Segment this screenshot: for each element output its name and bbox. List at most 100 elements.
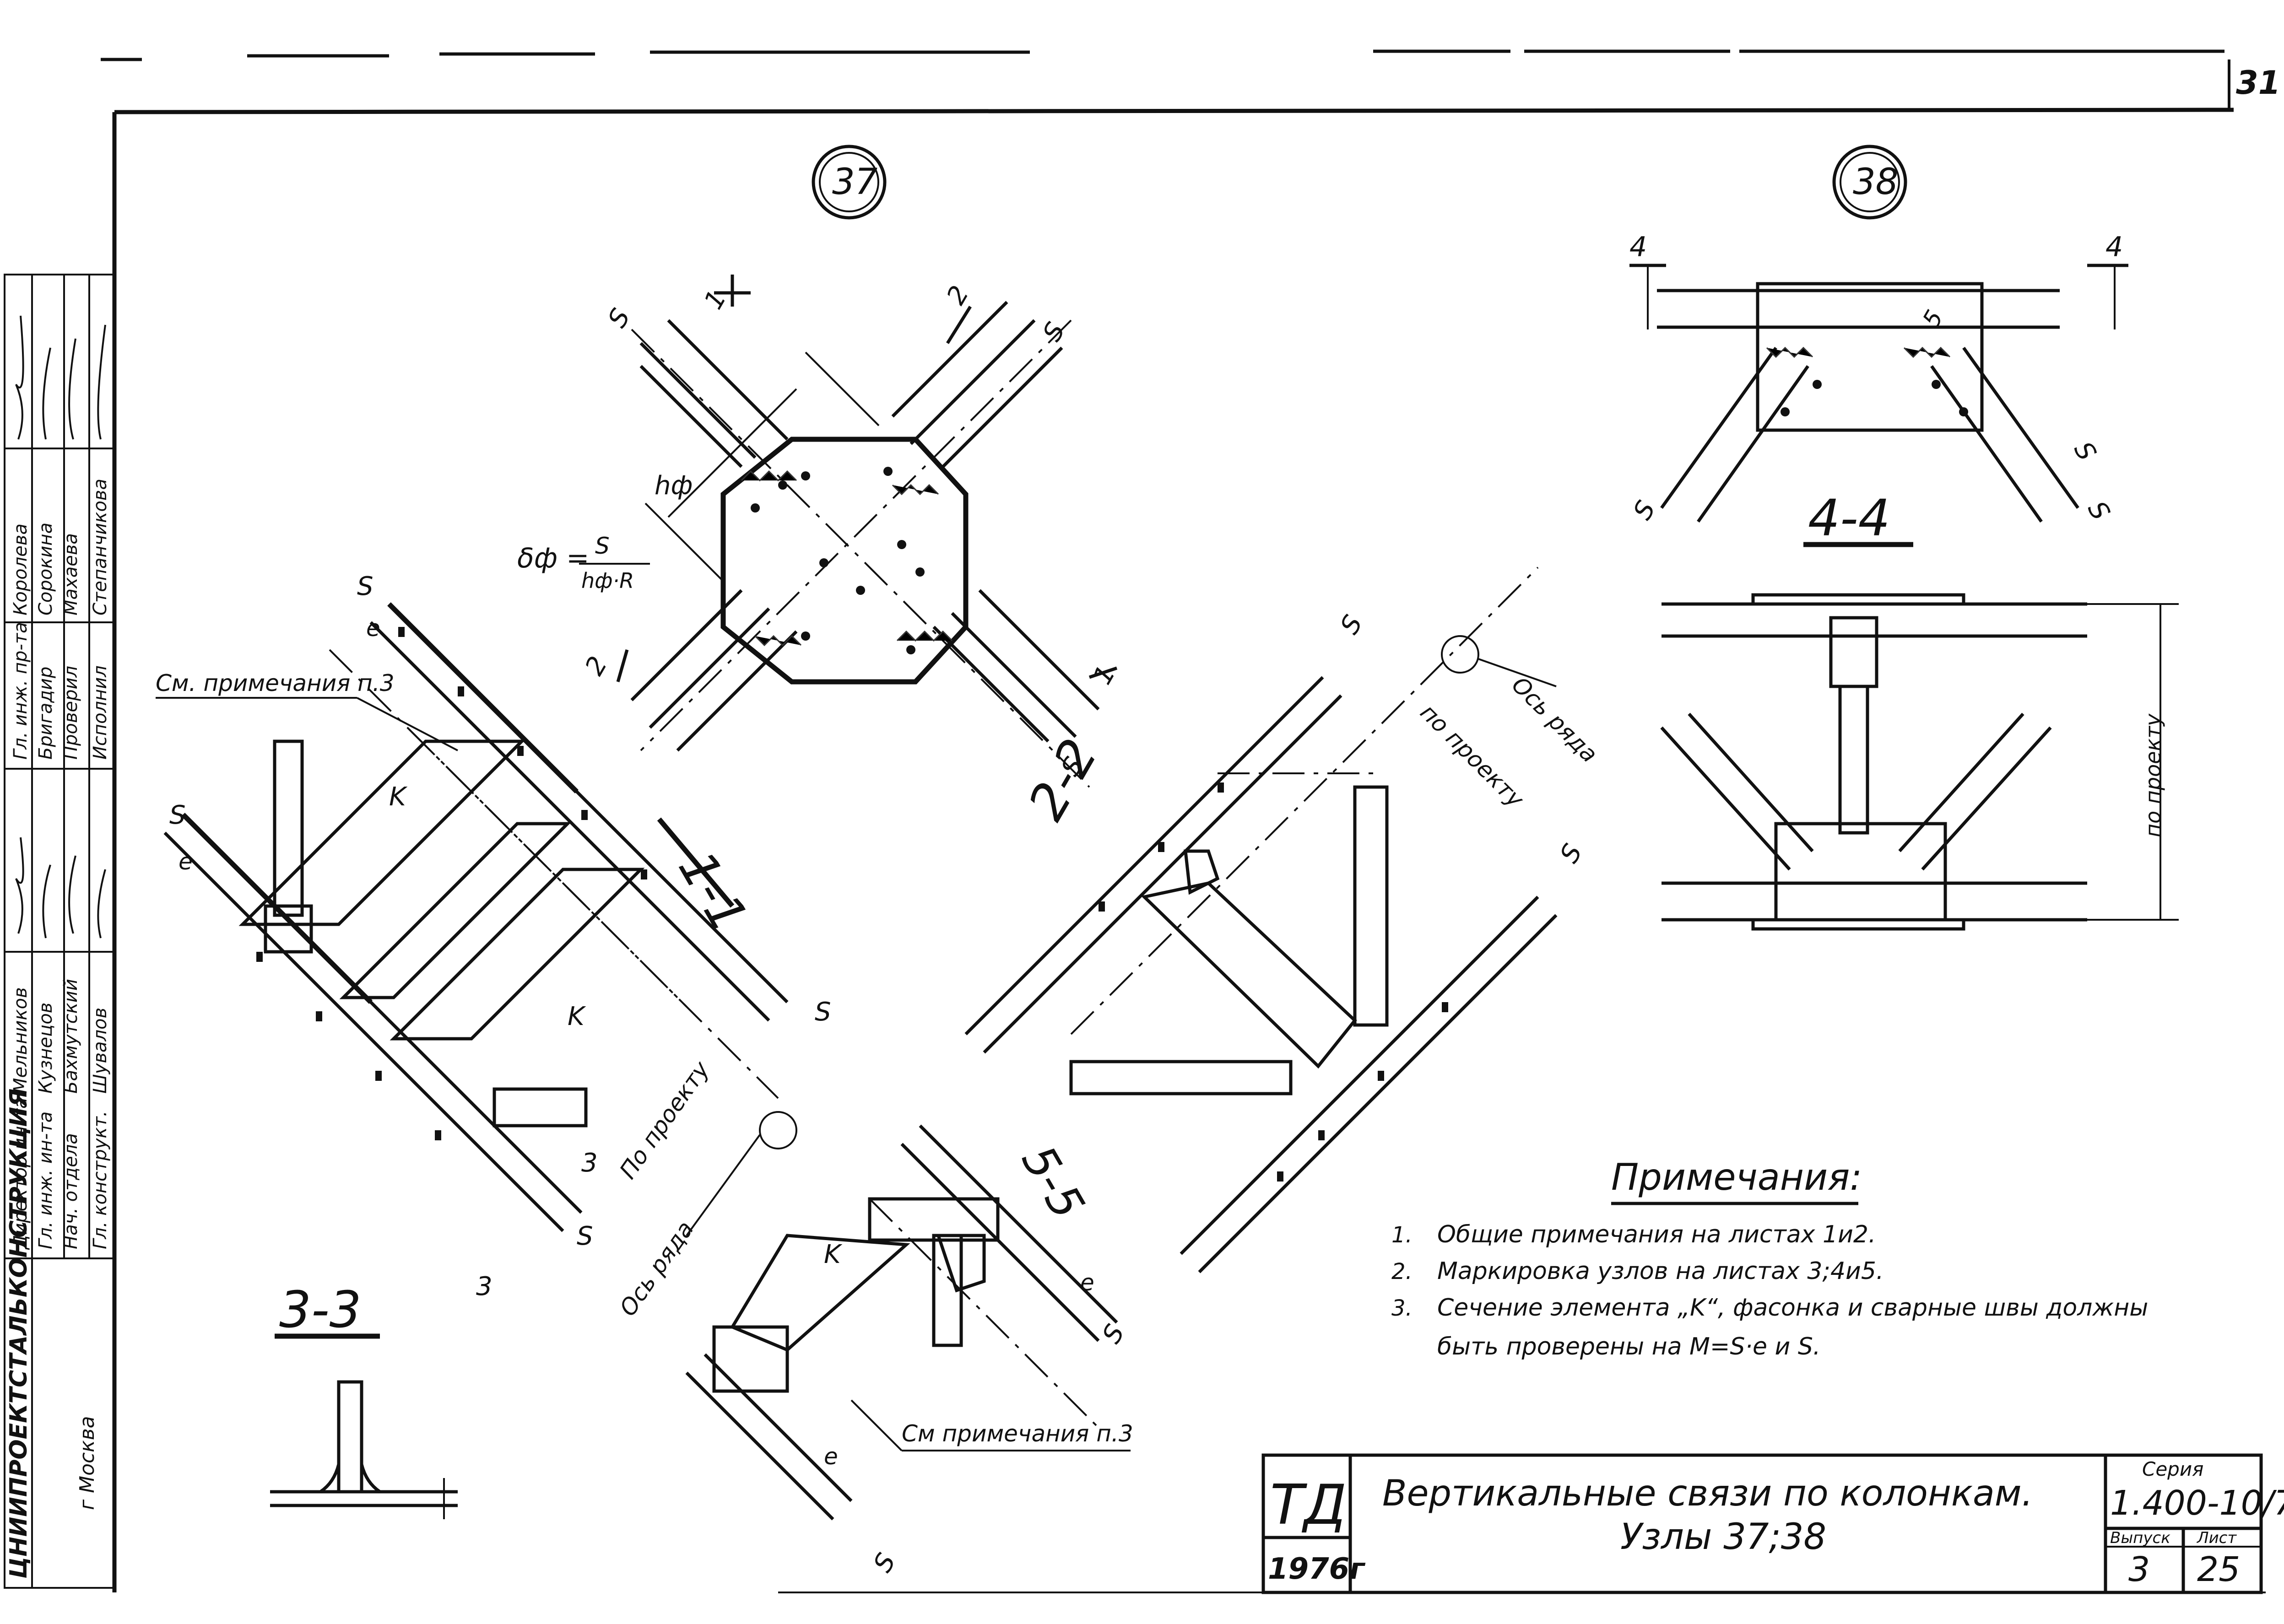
mark-4: 4 bbox=[2105, 231, 2123, 263]
title-year: 1976г bbox=[1268, 1552, 1366, 1586]
label-s: S bbox=[1554, 839, 1588, 868]
section-1-1-underline bbox=[657, 817, 735, 908]
stamp-role: Директор ин-та bbox=[10, 1097, 31, 1250]
stamp-name: Королева bbox=[10, 523, 31, 615]
svg-text:38: 38 bbox=[1853, 162, 1898, 203]
stamp-name: Сорокина bbox=[35, 523, 56, 615]
section-2-2-drawing bbox=[964, 567, 1558, 1273]
stamp-name: Кузнецов bbox=[35, 1003, 56, 1094]
sheet-value: 25 bbox=[2197, 1550, 2240, 1589]
title-block bbox=[1261, 1453, 2263, 1594]
note-num: 3. bbox=[1391, 1295, 1413, 1321]
label-s: S bbox=[815, 997, 831, 1027]
label-s: S bbox=[2082, 496, 2116, 525]
stamp-name: Степанчикова bbox=[90, 479, 111, 615]
label-h-phi: hф bbox=[655, 471, 693, 501]
mark-3: 3 bbox=[476, 1272, 493, 1301]
series-value: 1.400-10/76 bbox=[2110, 1484, 2284, 1523]
x-node-gusset bbox=[630, 301, 1100, 788]
section-3-3-drawing bbox=[270, 1380, 458, 1519]
stamp-role: Исполнил bbox=[90, 665, 111, 760]
note-ref-top: См. примечания п.3 bbox=[156, 670, 395, 696]
label-k: K bbox=[389, 782, 408, 812]
mark-4: 4 bbox=[1629, 231, 1647, 263]
stamp-name: Шувалов bbox=[90, 1008, 111, 1094]
mark-2: 2 bbox=[941, 281, 975, 310]
stamp-name: Мельников bbox=[10, 987, 31, 1094]
stamp-role: Нач. отдела bbox=[60, 1133, 81, 1249]
stamp-block bbox=[4, 274, 115, 1589]
note-text: Сечение элемента „K“, фасонка и сварные … bbox=[1437, 1294, 2148, 1322]
stamp-name: Махаева bbox=[60, 533, 81, 615]
mark-2: 2 bbox=[579, 652, 613, 680]
node-38-marker: 38 bbox=[1832, 145, 1907, 220]
top-dash-line bbox=[101, 49, 2224, 61]
issue-label: Выпуск bbox=[2110, 1529, 2170, 1547]
stamp-org: ЦНИИПРОЕКТСТАЛЬКОНСТРУКЦИЯ bbox=[5, 1089, 32, 1579]
note-num: 2. bbox=[1391, 1259, 1413, 1284]
by-project-label: По проекту bbox=[614, 1056, 715, 1184]
leader-note bbox=[850, 1399, 903, 1451]
issue-value: 3 bbox=[2128, 1550, 2150, 1589]
note-text: быть проверены на M=S·e и S. bbox=[1437, 1333, 1820, 1360]
section-1-1-label: 1-1 bbox=[667, 842, 759, 942]
notes-list: 1. Общие примечания на листах 1и2. 2. Ма… bbox=[1391, 1221, 2148, 1360]
by-project-label: по проекту bbox=[1415, 699, 1530, 813]
label-e: e bbox=[1080, 1269, 1094, 1296]
mark-1: 1 bbox=[1088, 661, 1121, 690]
label-e: e bbox=[824, 1443, 838, 1470]
node-38-top-view bbox=[1647, 265, 2116, 523]
stamp-city: г Москва bbox=[76, 1416, 99, 1510]
axis-row-label: Ось ряда bbox=[614, 1216, 699, 1321]
drawing-title-line2: Узлы 37;38 bbox=[1620, 1516, 1826, 1558]
label-s: S bbox=[2068, 437, 2102, 466]
stamp-name: Бахмутский bbox=[60, 979, 81, 1094]
section-4-4-label: 4-4 bbox=[1808, 489, 1890, 547]
section-5-5-label: 5-5 bbox=[1011, 1137, 1095, 1228]
svg-text:37: 37 bbox=[832, 162, 877, 203]
stamp-role: Гл. инж. ин-та bbox=[35, 1111, 56, 1249]
label-s: S bbox=[577, 1221, 593, 1251]
mark-1: 1 bbox=[698, 286, 732, 314]
label-delta-num: S bbox=[595, 533, 610, 559]
stamp-role: Бригадир bbox=[35, 667, 56, 760]
section-3-3-label: 3-3 bbox=[279, 1280, 362, 1339]
note-text: Маркировка узлов на листах 3;4и5. bbox=[1437, 1257, 1883, 1285]
by-project-label: по проекту bbox=[2141, 713, 2165, 837]
title-td: ТД bbox=[1270, 1473, 1347, 1537]
stamp-role: Проверил bbox=[60, 666, 81, 760]
label-s: S bbox=[357, 572, 373, 601]
label-delta-den: hф·R bbox=[581, 568, 634, 593]
node-38-elevation bbox=[1660, 593, 2179, 931]
label-k: K bbox=[568, 1002, 586, 1031]
note-text: Общие примечания на листах 1и2. bbox=[1437, 1221, 1876, 1248]
label-e: e bbox=[366, 615, 380, 642]
series-label: Серия bbox=[2142, 1458, 2203, 1480]
note-ref-bottom: См примечания п.3 bbox=[902, 1420, 1133, 1447]
label-delta-lhs: δф = bbox=[517, 542, 589, 574]
node-37-marker: 37 bbox=[812, 145, 887, 220]
section-5-5-drawing bbox=[685, 1124, 1118, 1521]
label-s: S bbox=[169, 800, 186, 830]
leader-note bbox=[357, 697, 458, 751]
section-marks-x-node bbox=[616, 275, 1118, 682]
stamp-signatures bbox=[15, 315, 106, 939]
note-num: 1. bbox=[1391, 1222, 1413, 1248]
label-s: S bbox=[868, 1548, 902, 1577]
label-e: e bbox=[179, 848, 193, 875]
label-s: S bbox=[1097, 1320, 1131, 1349]
drawing-title-line1: Вертикальные связи по колонкам. bbox=[1382, 1473, 2033, 1514]
stamp-role: Гл. инж. пр-та bbox=[10, 622, 31, 760]
axis-bubble-left bbox=[686, 1111, 797, 1236]
label-s: S bbox=[1628, 496, 1662, 525]
label-s: S bbox=[1335, 610, 1369, 639]
mark-3: 3 bbox=[581, 1148, 598, 1178]
stamp-role: Гл. конструкт. bbox=[90, 1111, 111, 1249]
axis-bubble-right bbox=[1441, 635, 1557, 687]
sheet-label: Лист bbox=[2196, 1529, 2237, 1547]
page-number: 31 bbox=[2236, 64, 2280, 102]
label-k: K bbox=[824, 1240, 843, 1269]
stamp-text: ЦНИИПРОЕКТСТАЛЬКОНСТРУКЦИЯ г Москва Дире… bbox=[5, 479, 111, 1579]
label-s: S bbox=[1037, 318, 1071, 346]
